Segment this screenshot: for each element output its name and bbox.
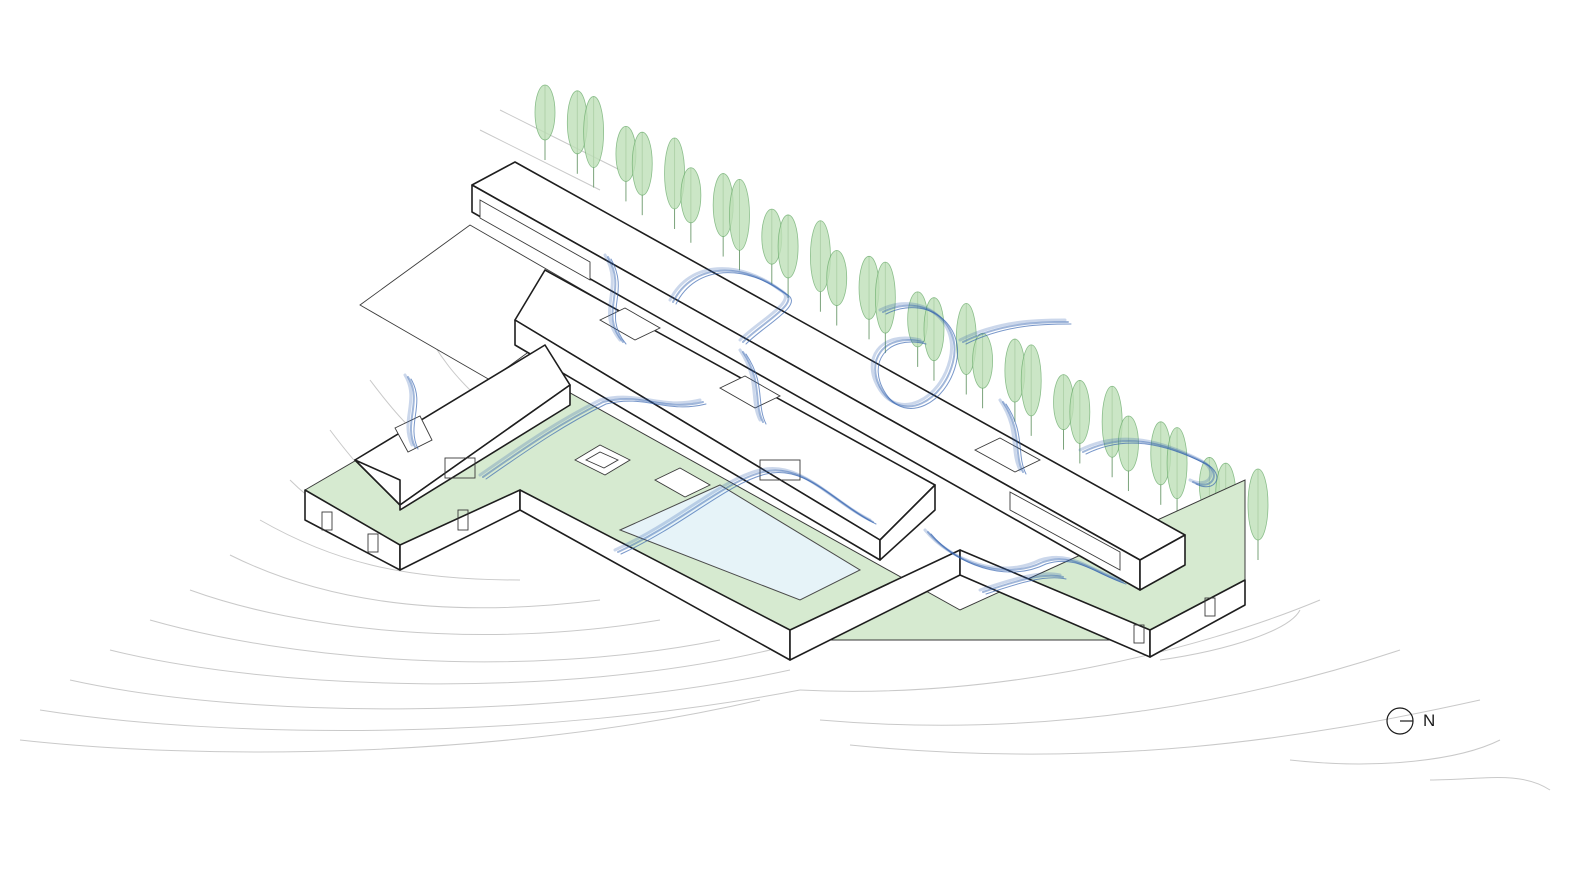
airflow-streams [403, 253, 1218, 595]
tree-crown [923, 297, 945, 362]
airflow-stream [738, 348, 762, 422]
long-bar-building [471, 161, 1186, 591]
tree-crown [1247, 468, 1269, 541]
airflow-stream [742, 351, 764, 423]
north-arrow-icon [1386, 707, 1414, 735]
airflow-stream [410, 378, 419, 450]
airflow-stream [1085, 442, 1218, 488]
airflow-stream [485, 400, 707, 480]
tree-crown [972, 332, 993, 389]
tree-crown [777, 214, 799, 279]
airflow-stream [1078, 437, 1213, 485]
tree-crown [729, 178, 750, 251]
tree-crown [631, 131, 653, 196]
airflow-stream [620, 472, 877, 555]
tree-crown [534, 84, 556, 141]
airflow-stream [985, 577, 1067, 595]
tree-crown [874, 261, 896, 334]
tree-crown [1069, 380, 1091, 444]
tree-crown [583, 96, 605, 168]
airflow-stream [478, 395, 702, 477]
airflow-stream [403, 373, 414, 447]
airflow-stream [610, 258, 627, 345]
tree-crown [1020, 344, 1042, 417]
airflow-stream [962, 321, 1069, 343]
front-gable-building [354, 344, 571, 511]
tree-crown [680, 167, 702, 224]
airflow-stream [930, 533, 1127, 585]
ground-floor-wing [304, 364, 1246, 661]
airflow-stream [958, 318, 1067, 342]
airflow-stream [675, 272, 792, 345]
airflow-stream [407, 376, 416, 448]
airflow-stream [965, 323, 1072, 345]
courtyard [574, 444, 711, 498]
airflow-stream [482, 398, 704, 478]
middle-gable-building [514, 269, 936, 561]
airflow-stream [745, 353, 767, 425]
airflow-stream [877, 307, 958, 409]
airflow-stream [998, 398, 1022, 472]
tree-crown [1166, 427, 1188, 500]
swimming-pool [618, 484, 862, 601]
airflow-stream [1005, 403, 1027, 475]
airflow-stream [978, 572, 1062, 592]
tree-crown [826, 250, 848, 306]
airflow-stream [1002, 401, 1024, 473]
airflow-stream [982, 574, 1064, 593]
skylight [974, 437, 1041, 473]
airflow-stream [603, 253, 622, 342]
airflow-stream [607, 256, 624, 343]
north-label: N [1423, 711, 1436, 730]
